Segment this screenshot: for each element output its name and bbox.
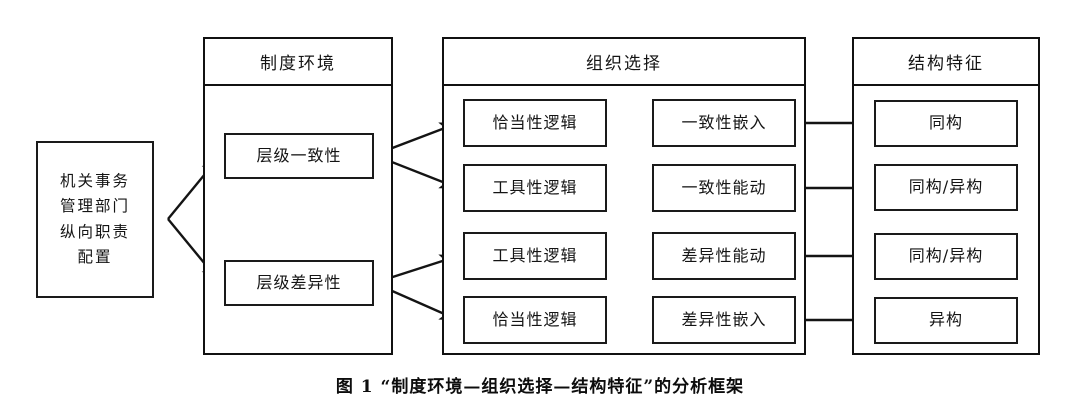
figure-caption: 图 1 “制度环境—组织选择—结构特征”的分析框架 <box>335 377 745 397</box>
node-difference-agency[interactable]: 差异性能动 <box>652 232 796 280</box>
node-label: 差异性嵌入 <box>681 309 767 329</box>
source-line-3: 纵向职责 <box>59 222 130 241</box>
node-label: 一致性嵌入 <box>681 112 767 132</box>
node-difference-embedding[interactable]: 差异性嵌入 <box>652 296 796 344</box>
source-node[interactable]: 机关事务 管理部门 纵向职责 配置 <box>36 141 154 298</box>
node-instrumental-logic-2[interactable]: 工具性逻辑 <box>463 232 607 280</box>
node-hierarchy-consistency[interactable]: 层级一致性 <box>224 133 374 179</box>
column-header-label: 组织选择 <box>586 54 662 74</box>
node-label: 同构/异构 <box>908 246 984 266</box>
node-label: 层级差异性 <box>256 272 342 292</box>
column-header-institutional-environment: 制度环境 <box>205 39 391 86</box>
source-line-2: 管理部门 <box>59 197 130 216</box>
node-label: 层级一致性 <box>256 145 342 165</box>
node-label: 一致性能动 <box>681 177 767 197</box>
node-label: 恰当性逻辑 <box>492 309 578 329</box>
node-label: 同构/异构 <box>908 177 984 197</box>
node-label: 工具性逻辑 <box>492 245 578 265</box>
node-label: 异构 <box>928 310 963 330</box>
column-header-label: 结构特征 <box>908 54 984 74</box>
node-label: 差异性能动 <box>681 245 767 265</box>
node-consistency-embedding[interactable]: 一致性嵌入 <box>652 99 796 147</box>
column-header-label: 制度环境 <box>260 54 336 74</box>
node-label: 恰当性逻辑 <box>492 112 578 132</box>
node-label: 工具性逻辑 <box>492 177 578 197</box>
node-appropriateness-logic-1[interactable]: 恰当性逻辑 <box>463 99 607 147</box>
node-instrumental-logic-1[interactable]: 工具性逻辑 <box>463 164 607 212</box>
column-header-structural-characteristics: 结构特征 <box>854 39 1038 86</box>
node-isomorphism-1[interactable]: 同构 <box>874 100 1018 147</box>
node-hierarchy-difference[interactable]: 层级差异性 <box>224 260 374 306</box>
node-consistency-agency[interactable]: 一致性能动 <box>652 164 796 212</box>
node-isomorphism-heterogeneity-1[interactable]: 同构/异构 <box>874 164 1018 211</box>
source-line-4: 配置 <box>77 247 113 266</box>
node-isomorphism-heterogeneity-2[interactable]: 同构/异构 <box>874 233 1018 280</box>
node-heterogeneity-1[interactable]: 异构 <box>874 297 1018 344</box>
node-appropriateness-logic-2[interactable]: 恰当性逻辑 <box>463 296 607 344</box>
source-line-1: 机关事务 <box>59 172 130 191</box>
column-header-organizational-choice: 组织选择 <box>444 39 804 86</box>
node-label: 同构 <box>928 113 963 133</box>
column-institutional-environment: 制度环境 <box>203 37 393 355</box>
